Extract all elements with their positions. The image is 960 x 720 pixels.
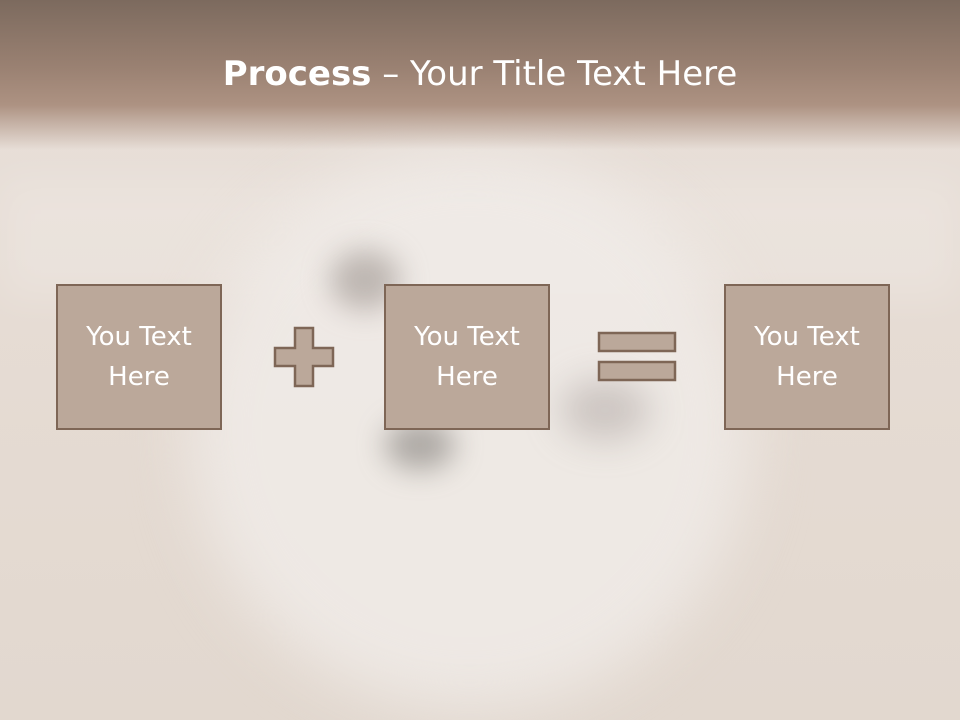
process-box-2-text: You Text Here [414, 322, 520, 392]
title-rest: – Your Title Text Here [371, 54, 738, 94]
slide-title: Process – Your Title Text Here [0, 50, 960, 98]
process-box-3: You Text Here [724, 284, 890, 430]
title-bold: Process [222, 54, 372, 94]
process-box-1-text: You Text Here [86, 322, 192, 392]
process-box-3-text: You Text Here [754, 322, 860, 392]
process-box-2: You Text Here [384, 284, 550, 430]
process-box-1: You Text Here [56, 284, 222, 430]
title-bar [0, 0, 960, 150]
equals-icon [597, 331, 677, 382]
plus-icon [273, 326, 335, 388]
